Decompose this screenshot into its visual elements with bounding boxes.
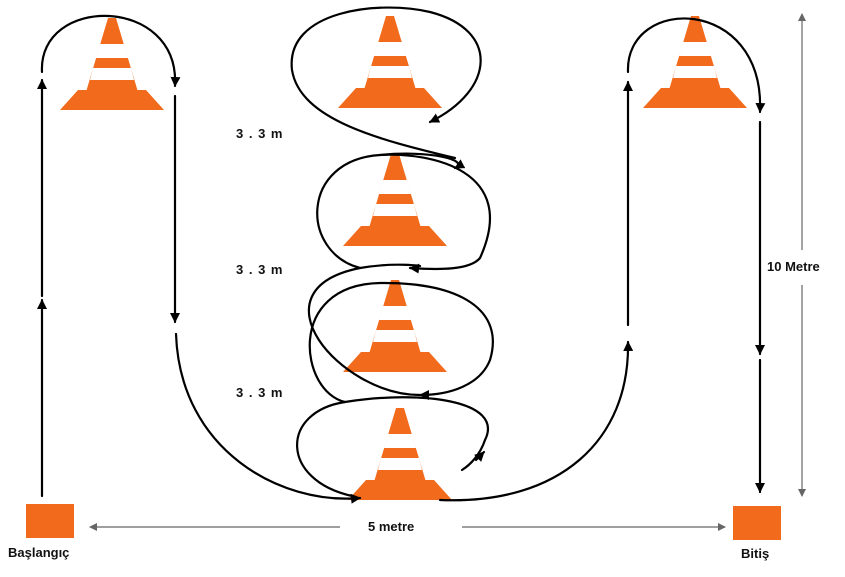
- path-bottom-loop: [296, 396, 489, 498]
- height-label: 10 Metre: [767, 259, 820, 274]
- cone-top-right: [643, 16, 747, 108]
- path-right-loop: [626, 17, 766, 114]
- cone-middle-lower: [343, 280, 447, 372]
- dimension-lines: [89, 13, 806, 531]
- cone-top-center: [338, 16, 442, 108]
- path-top-middle-loop: [290, 6, 482, 160]
- cone-top-left: [60, 18, 164, 110]
- path-upper-middle-loop: [307, 263, 422, 397]
- path-bottom-loop-arrow: [474, 450, 486, 462]
- path-sweep-to-bottom: [174, 332, 362, 504]
- path-left-loop: [40, 14, 181, 88]
- path-to-upper-loop: [378, 152, 466, 170]
- start-marker-icon: [26, 504, 74, 538]
- finish-marker-icon: [733, 506, 781, 540]
- gap-label-top: 3 . 3 m: [236, 126, 284, 141]
- gap-label-middle: 3 . 3 m: [236, 262, 284, 277]
- path-sweep-to-right: [438, 340, 634, 502]
- start-label: Başlangıç: [8, 545, 70, 560]
- cone-middle-upper: [343, 154, 447, 246]
- gap-label-bottom: 3 . 3 m: [236, 385, 284, 400]
- cone-bottom: [348, 408, 452, 500]
- path-middle-crossover: [316, 153, 492, 274]
- path-lower-middle-loop: [308, 281, 494, 404]
- route-paths: [37, 6, 766, 504]
- finish-label: Bitiş: [741, 546, 770, 561]
- width-label: 5 metre: [368, 519, 415, 534]
